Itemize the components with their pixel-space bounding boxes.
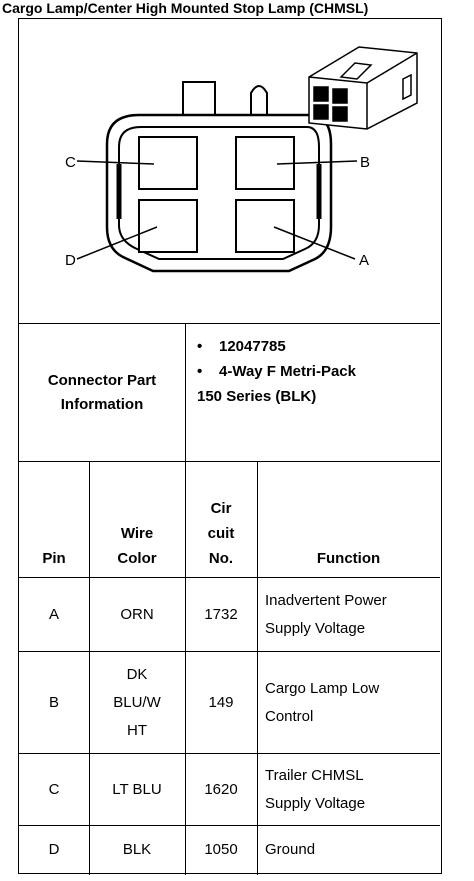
connector-series: 150 Series (BLK) — [197, 388, 317, 405]
row-a-circuit: 1732 — [204, 606, 238, 623]
header-function: Function — [316, 550, 381, 567]
row-c-circuit: 1620 — [204, 781, 238, 798]
connector-type: 4-Way F Metri-Pack — [219, 363, 356, 380]
connector-thumbnail — [308, 46, 418, 130]
cavity-d — [138, 199, 198, 253]
connector-part-info-label: Connector Part Information — [19, 325, 185, 461]
row-c-function: Trailer CHMSL Supply Voltage — [265, 767, 366, 812]
connector-type-item: •4-Way F Metri-Pack — [197, 359, 437, 384]
header-circuit-no: Cir cuit No. — [207, 500, 235, 567]
header-pin: Pin — [42, 550, 66, 567]
row-a-function: Inadvertent Power Supply Voltage — [265, 592, 387, 637]
connector-sheet: C B D A Connector Part Information •1204… — [18, 18, 442, 875]
row-d-function: Ground — [265, 841, 316, 858]
cavity-a — [235, 199, 295, 253]
row-c-pin: C — [48, 781, 60, 798]
row-b-function: Cargo Lamp Low Control — [265, 680, 380, 725]
row-d-circuit: 1050 — [204, 841, 238, 858]
row-a-wire: ORN — [120, 606, 154, 623]
pin-label-b: B — [360, 154, 370, 171]
row-b-circuit: 149 — [208, 694, 234, 711]
row-a-pin: A — [48, 606, 59, 623]
row-d-pin: D — [48, 841, 60, 858]
connector-part-list: •12047785 •4-Way F Metri-Pack 150 Series… — [197, 334, 437, 409]
header-wire-color: Wire Color — [117, 525, 157, 567]
part-number: 12047785 — [219, 338, 286, 355]
page-title: Cargo Lamp/Center High Mounted Stop Lamp… — [2, 0, 369, 16]
pin-label-a: A — [359, 252, 369, 269]
cavity-c — [138, 136, 198, 190]
pin-label-c: C — [65, 154, 76, 171]
connector-lock-tab — [182, 81, 216, 119]
row-c-wire: LT BLU — [112, 781, 162, 798]
connector-label-line-2: Information — [60, 396, 144, 413]
part-number-item: •12047785 — [197, 334, 437, 359]
row-d-wire: BLK — [122, 841, 152, 858]
connector-face-diagram: C B D A — [65, 46, 418, 273]
connector-label-line-1: Connector Part — [47, 372, 157, 389]
pin-label-d: D — [65, 252, 76, 269]
row-b-wire: DK BLU/W HT — [113, 666, 161, 739]
row-b-pin: B — [48, 694, 59, 711]
